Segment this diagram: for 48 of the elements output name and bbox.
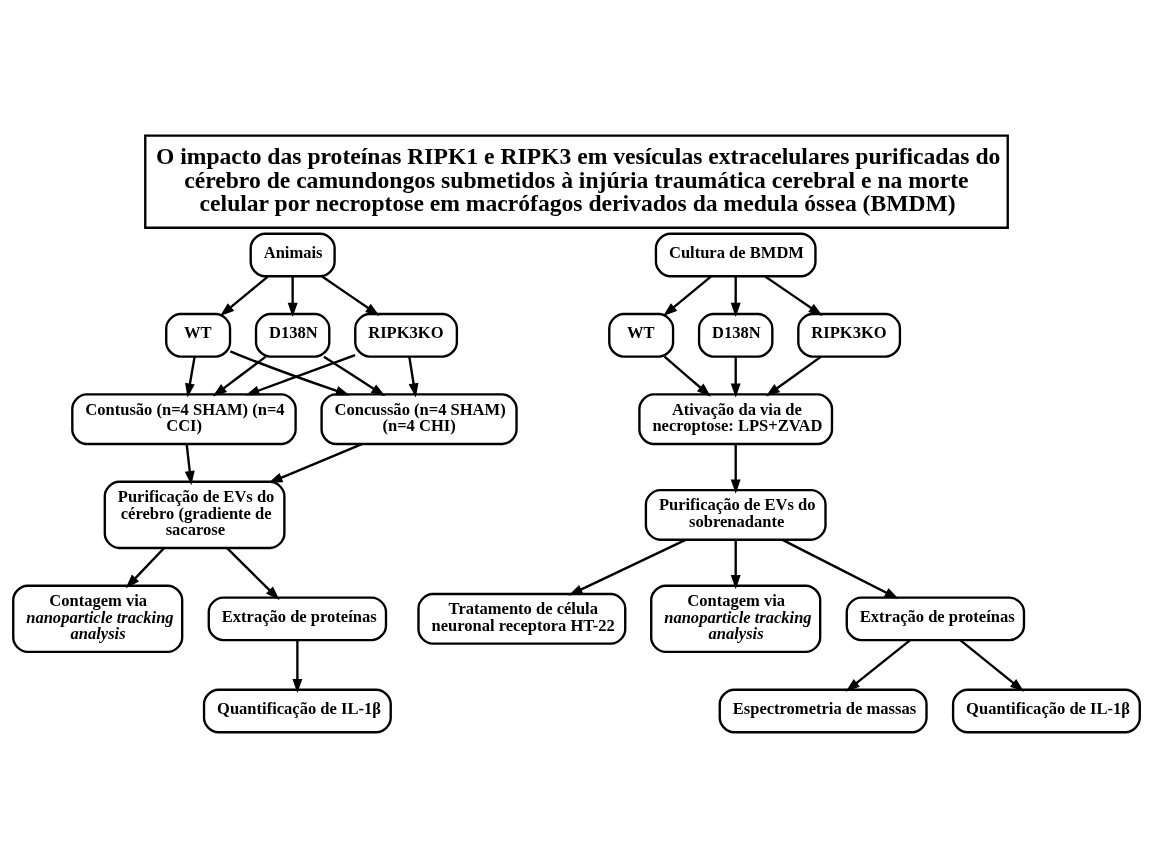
arrow [220, 275, 269, 317]
node-box: Cultura de BMDM [654, 232, 817, 278]
node-box: Ativação da via de necroptose: LPS+ZVAD [638, 393, 834, 446]
arrow [323, 355, 386, 397]
arrow [730, 444, 741, 494]
arrow [321, 275, 380, 316]
node-box: Extração de proteínas [207, 596, 388, 642]
node-box: Contagem via nanoparticle tracking analysis [12, 584, 184, 654]
arrow [845, 639, 911, 692]
node-box: Purificação de EVs do sobrenadante [644, 488, 827, 541]
node-box: WT [165, 312, 232, 358]
arrow [781, 538, 899, 600]
arrow [765, 355, 822, 397]
arrow [212, 355, 267, 397]
node-box: RIPK3KO [797, 312, 902, 358]
arrow [268, 443, 363, 484]
arrow [663, 275, 712, 317]
node-box: Quantificação de IL-1β [202, 688, 392, 734]
arrow [663, 355, 711, 397]
node-box: Tratamento de célula neuronal receptora HT-22 [417, 592, 627, 645]
node-box: Quantificação de IL-1β [951, 688, 1141, 734]
node-box: Contagem via nanoparticle tracking analysis [650, 584, 822, 654]
arrow [185, 356, 196, 398]
node-box: RIPK3KO [354, 312, 459, 358]
node-box: Purificação de EVs do cérebro (gradiente de sacarose [103, 480, 286, 550]
arrow [245, 354, 356, 396]
arrow [959, 639, 1025, 692]
node-box: Concussão (n=4 SHAM) (n=4 CHI) [320, 393, 518, 446]
arrow [229, 350, 350, 396]
arrow [568, 538, 687, 596]
arrow [184, 444, 195, 486]
arrow [125, 547, 165, 589]
node-box: D138N [697, 312, 774, 358]
arrow [730, 540, 741, 590]
arrow [226, 547, 280, 601]
arrow [764, 275, 823, 316]
node-box: Extração de proteínas [845, 596, 1026, 642]
arrow [292, 640, 303, 694]
node-box: Animais [249, 232, 336, 278]
arrow [730, 276, 741, 318]
node-box: Contusão (n=4 SHAM) (n=4 CCI) [71, 393, 297, 446]
diagram-title: O impacto das proteínas RIPK1 e RIPK3 em vesículas extracelulares purificadas do cérebro de camundongos submetidos à injúria traumática cerebral e na morte celular por necroptose em macrófagos derivados da medula óssea (BMDM) [155, 142, 1001, 217]
node-box: WT [608, 312, 675, 358]
node-box: D138N [254, 312, 331, 358]
arrow [287, 276, 298, 318]
node-box: Espectrometria de massas [718, 688, 928, 734]
arrow [730, 356, 741, 398]
arrow [408, 356, 419, 398]
